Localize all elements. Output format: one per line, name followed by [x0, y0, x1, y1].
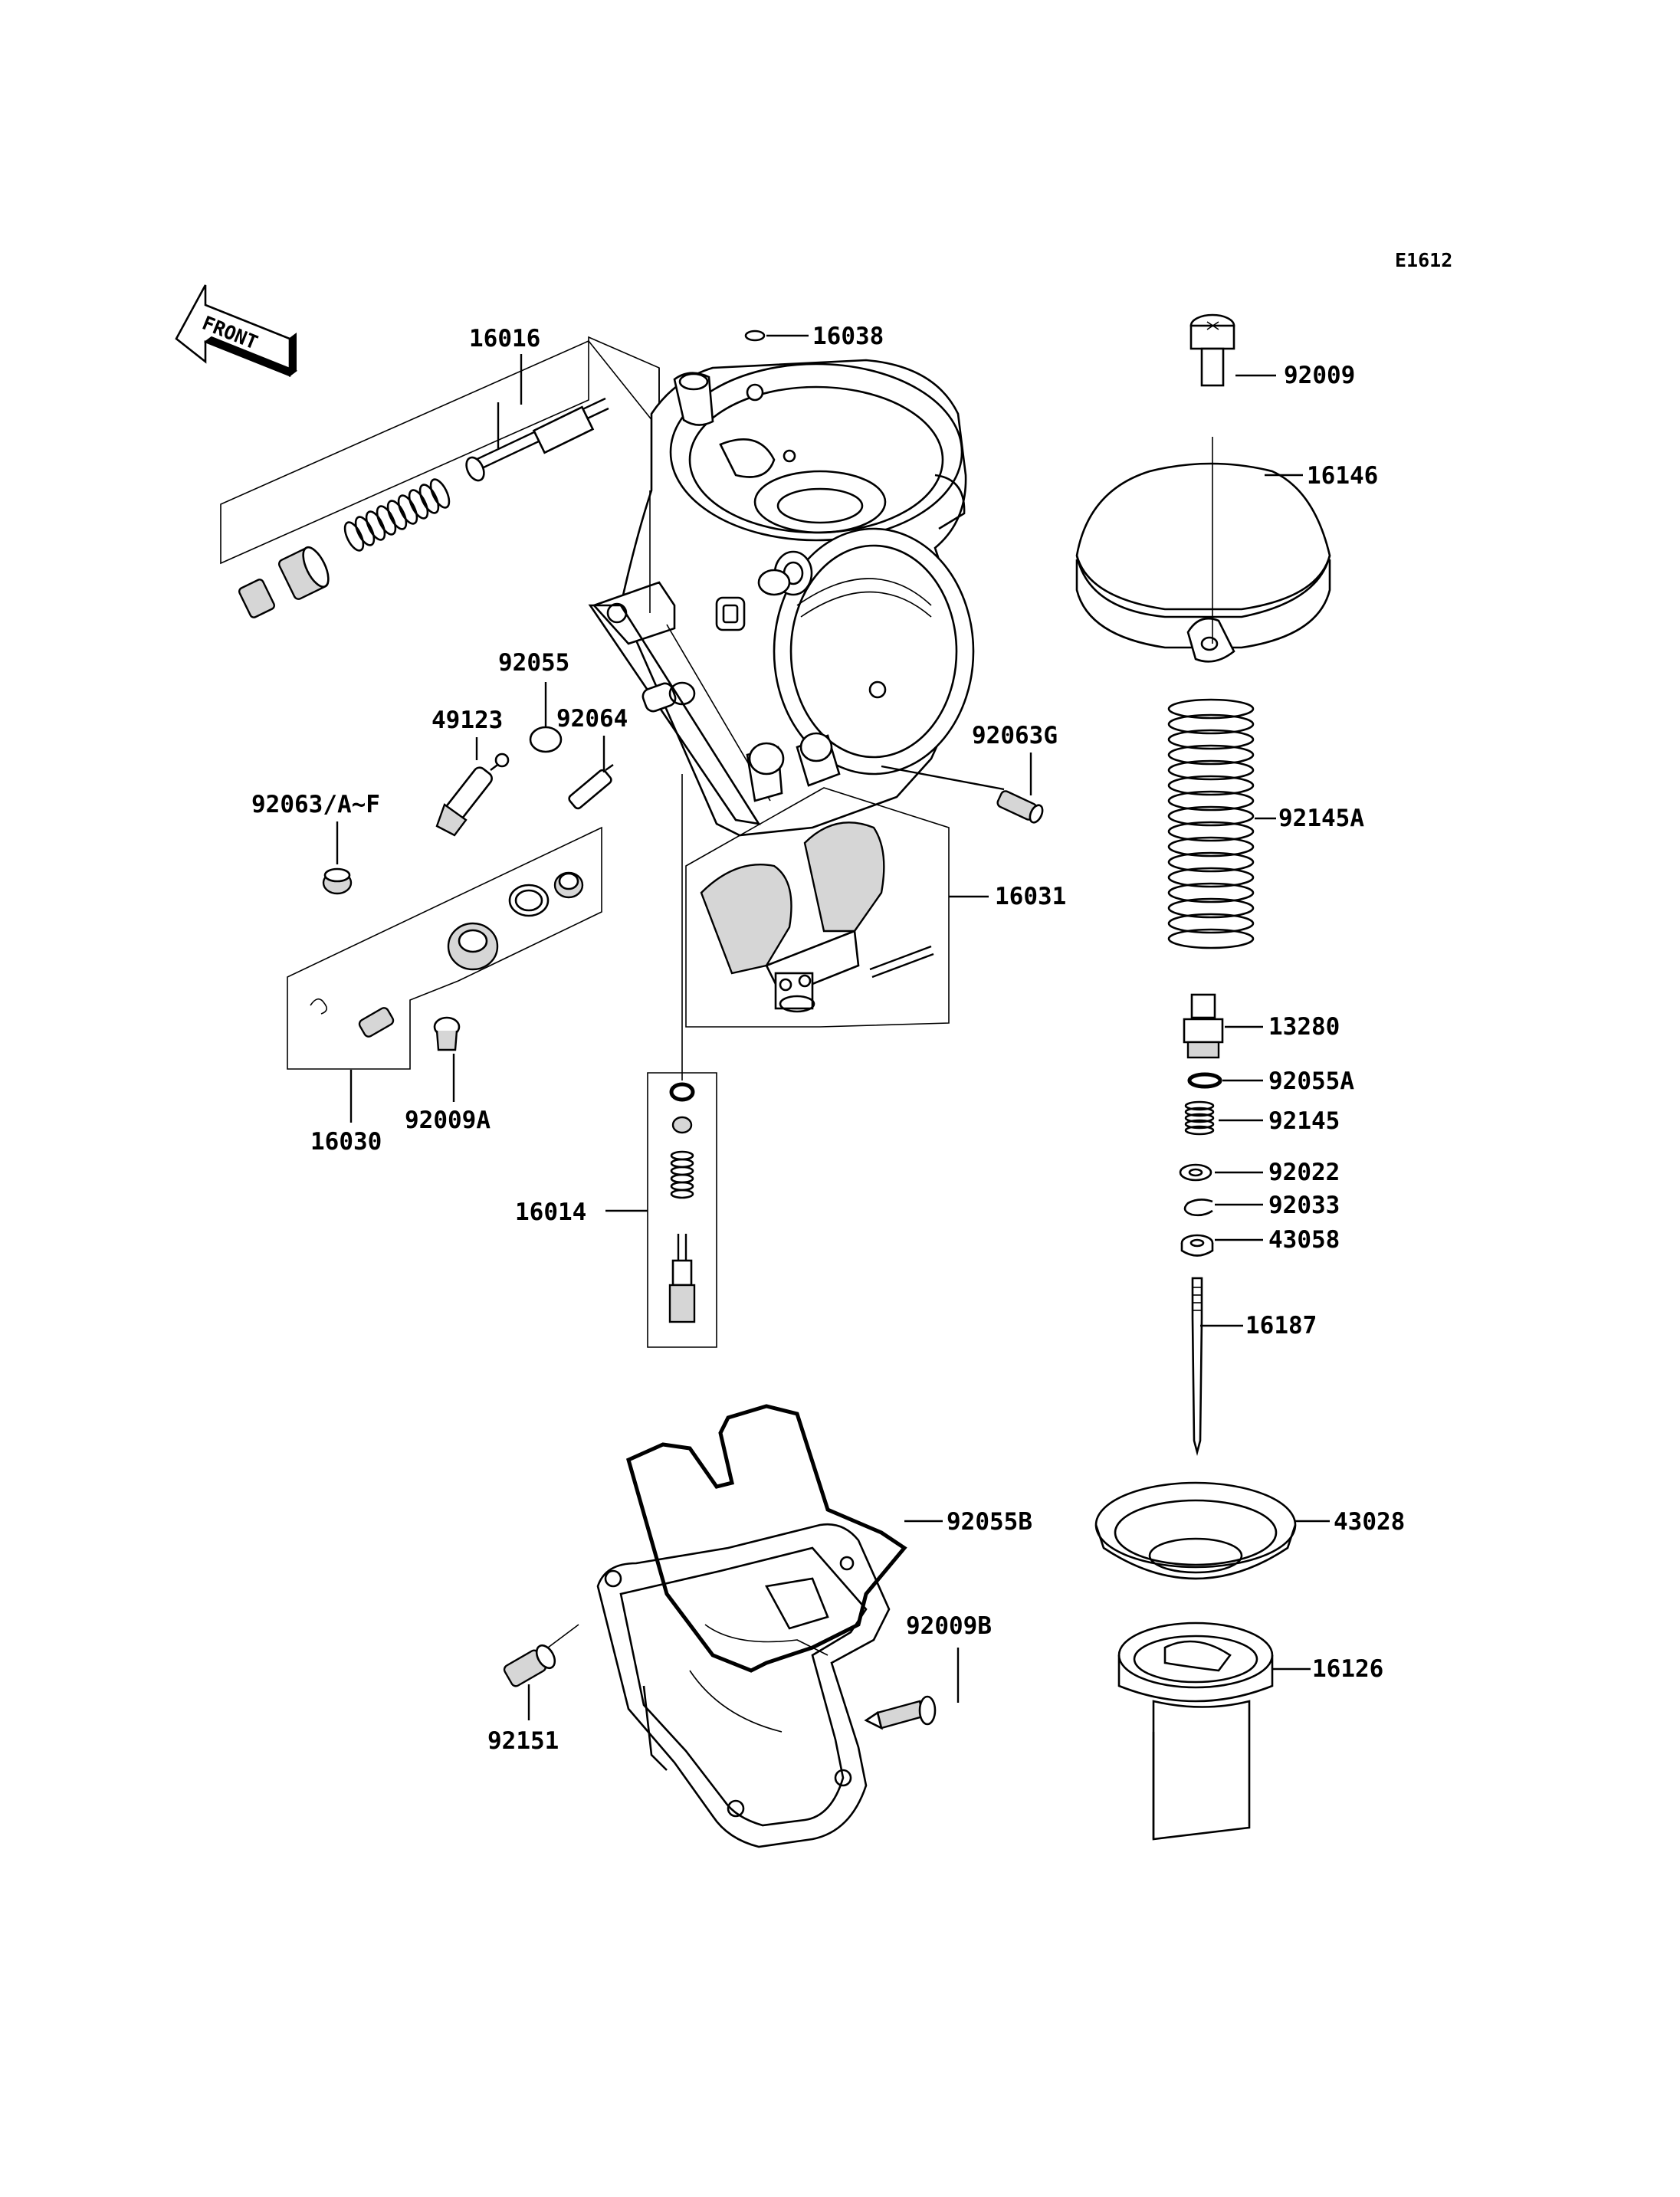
- o-ring-16038: [744, 330, 766, 342]
- screw-92009: [1189, 313, 1235, 387]
- label-16030: 16030: [310, 1128, 382, 1156]
- front-arrow-icon: FRONT: [175, 284, 298, 377]
- label-13280: 13280: [1268, 1013, 1340, 1041]
- label-92009a: 92009A: [405, 1107, 491, 1134]
- label-92009b: 92009B: [906, 1612, 992, 1640]
- label-16031: 16031: [995, 883, 1066, 910]
- carburetor-body: [588, 359, 1005, 837]
- pilot-jet-92064: [568, 764, 614, 810]
- label-16014: 16014: [515, 1199, 586, 1226]
- label-16126: 16126: [1312, 1655, 1383, 1683]
- label-49123: 49123: [431, 707, 503, 734]
- label-92063g: 92063G: [972, 722, 1058, 749]
- screw-92009b: [864, 1695, 937, 1730]
- starter-plunger-group: [220, 336, 660, 618]
- o-ring-92055: [529, 726, 563, 753]
- washer-92022: [1179, 1163, 1212, 1182]
- gasket-92055b: [625, 1404, 907, 1673]
- label-92055b: 92055B: [947, 1508, 1032, 1536]
- label-92064: 92064: [556, 705, 628, 733]
- label-92145a: 92145A: [1278, 805, 1364, 832]
- needle-holder-16031: [685, 787, 950, 1028]
- needle-holder-13280: [1183, 993, 1224, 1059]
- label-43058: 43058: [1268, 1226, 1340, 1254]
- top-cap-16146: [1075, 462, 1331, 663]
- label-16016: 16016: [469, 325, 540, 353]
- spring-92145: [1184, 1100, 1215, 1136]
- label-92151: 92151: [487, 1727, 559, 1755]
- screw-92063g: [996, 790, 1044, 824]
- o-ring-92055a: [1187, 1072, 1222, 1089]
- label-16187: 16187: [1245, 1312, 1317, 1340]
- label-92055: 92055: [498, 649, 569, 677]
- spacer-43058: [1180, 1234, 1214, 1257]
- diaphragm-43028: [1094, 1481, 1297, 1580]
- plug-92063af: [322, 867, 353, 895]
- jet-kit-16030: [287, 826, 602, 1070]
- spring-92145a: [1167, 698, 1255, 949]
- label-92055a: 92055A: [1268, 1067, 1354, 1095]
- pilot-screw-49123: [435, 753, 510, 837]
- clip-92033: [1183, 1199, 1213, 1217]
- drain-screw-92151: [503, 1644, 556, 1687]
- label-16038: 16038: [812, 323, 884, 350]
- diagram-code: E1612: [1395, 249, 1452, 271]
- label-16146: 16146: [1307, 462, 1378, 490]
- label-92145: 92145: [1268, 1107, 1340, 1135]
- jet-needle-16187: [1191, 1277, 1203, 1457]
- label-43028: 43028: [1334, 1508, 1405, 1536]
- label-92063af: 92063/A~F: [251, 791, 380, 818]
- slide-16126: [1117, 1622, 1274, 1841]
- jet-set-16014: [647, 1072, 717, 1348]
- screw-92009a: [433, 1016, 461, 1051]
- label-92009: 92009: [1284, 362, 1355, 389]
- label-92033: 92033: [1268, 1192, 1340, 1219]
- label-92022: 92022: [1268, 1159, 1340, 1186]
- float-bowl: [596, 1523, 891, 1848]
